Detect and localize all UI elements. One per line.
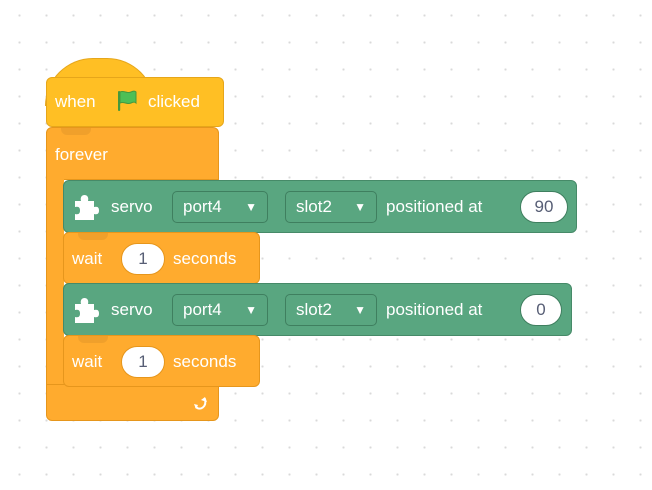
slot-value: slot2: [296, 197, 332, 216]
clicked-label: clicked: [148, 92, 200, 111]
forever-block-arm: [46, 179, 64, 385]
port-value: port4: [183, 197, 222, 216]
slot-value: slot2: [296, 300, 332, 319]
dropdown-arrow-icon: ▼: [354, 200, 366, 214]
positioned-at-label: positioned at: [386, 300, 483, 319]
port-dropdown[interactable]: port4 ▼: [172, 294, 268, 326]
servo-block-2[interactable]: servo port4 ▼ slot2 ▼ positioned at 0: [63, 283, 572, 336]
wait-block-1[interactable]: wait 1 seconds: [63, 232, 260, 284]
wait-label: wait: [72, 249, 103, 268]
port-dropdown[interactable]: port4 ▼: [172, 191, 268, 223]
seconds-input[interactable]: 1: [121, 243, 165, 275]
green-flag-icon: [118, 90, 137, 111]
block-notch: [61, 128, 91, 135]
puzzle-piece-icon: [75, 195, 99, 220]
positioned-at-label: positioned at: [386, 197, 483, 216]
servo-label: servo: [111, 300, 153, 319]
seconds-label: seconds: [173, 352, 237, 371]
servo-block-1[interactable]: servo port4 ▼ slot2 ▼ positioned at 90: [63, 180, 577, 233]
puzzle-piece-icon: [75, 298, 99, 323]
dropdown-arrow-icon: ▼: [354, 303, 366, 317]
port-value: port4: [183, 300, 222, 319]
dropdown-arrow-icon: ▼: [245, 200, 257, 214]
angle-input[interactable]: 0: [520, 294, 562, 326]
wait-block-2[interactable]: wait 1 seconds: [63, 335, 260, 387]
slot-dropdown[interactable]: slot2 ▼: [285, 191, 377, 223]
block-notch: [78, 233, 108, 240]
angle-input[interactable]: 90: [520, 191, 568, 223]
forever-block[interactable]: forever: [46, 127, 219, 180]
forever-block-bottom: [46, 384, 219, 421]
loop-arrow-icon: [194, 397, 207, 410]
slot-dropdown[interactable]: slot2 ▼: [285, 294, 377, 326]
block-notch: [78, 336, 108, 343]
seconds-input[interactable]: 1: [121, 346, 165, 378]
when-flag-clicked-block[interactable]: when clicked: [46, 77, 224, 127]
when-label: when: [55, 92, 96, 111]
forever-label: forever: [55, 145, 108, 164]
wait-label: wait: [72, 352, 103, 371]
seconds-label: seconds: [173, 249, 237, 268]
dropdown-arrow-icon: ▼: [245, 303, 257, 317]
servo-label: servo: [111, 197, 153, 216]
